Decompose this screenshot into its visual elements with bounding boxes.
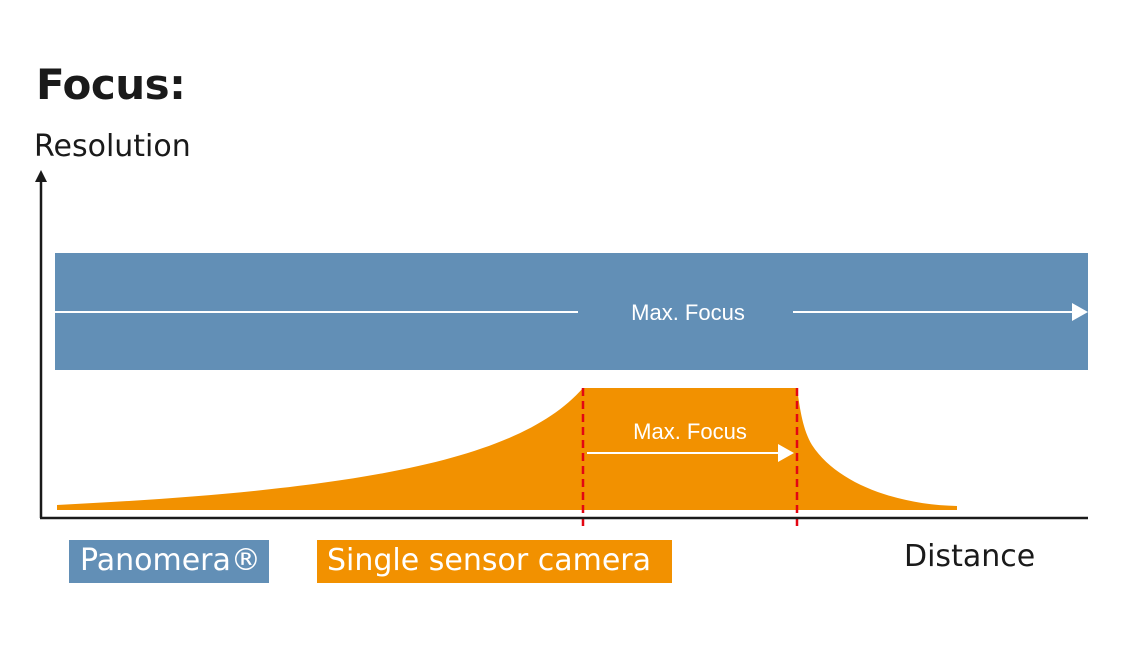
y-axis-arrow-icon xyxy=(35,170,47,182)
y-axis-label: Resolution xyxy=(34,129,191,164)
single-sensor-max-focus-label: Max. Focus xyxy=(633,419,747,444)
page-title: Focus: xyxy=(36,60,186,109)
legend-panomera: Panomera® xyxy=(69,540,269,583)
legend-single-sensor: Single sensor camera xyxy=(317,540,672,583)
panomera-arrow-head xyxy=(1072,303,1088,321)
single-sensor-curve xyxy=(57,388,957,510)
single-sensor-arrow-head xyxy=(778,444,794,462)
panomera-max-focus-label: Max. Focus xyxy=(631,300,745,325)
legend-single-sensor-label: Single sensor camera xyxy=(327,543,651,578)
x-axis-label: Distance xyxy=(904,539,1036,574)
legend-panomera-label: Panomera® xyxy=(80,543,261,578)
